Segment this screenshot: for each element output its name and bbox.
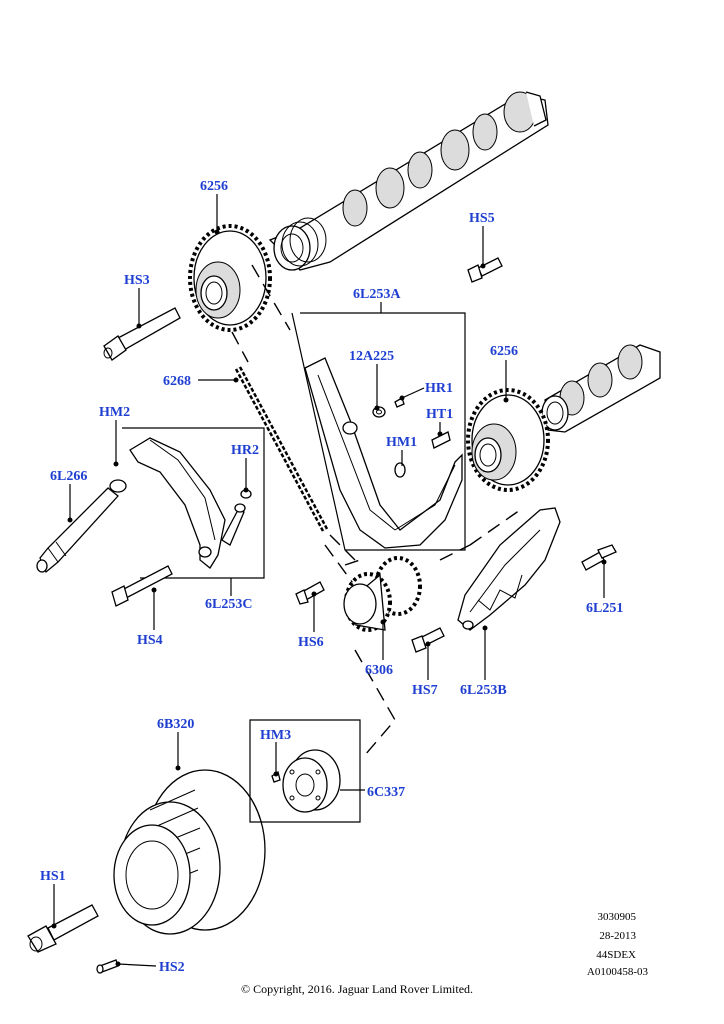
ref-line-3: 44SDEX	[596, 949, 636, 961]
label-ht1: HT1	[426, 407, 453, 422]
label-12a225: 12A225	[349, 349, 394, 364]
label-hs4: HS4	[137, 633, 163, 648]
lower-camshaft	[541, 344, 661, 433]
label-6b320: 6B320	[157, 717, 194, 732]
label-hs1: HS1	[40, 869, 66, 884]
bolt-hs3	[103, 307, 181, 361]
guide-6l253b	[457, 507, 561, 631]
label-hs3: HS3	[124, 273, 150, 288]
label-6256-lower: 6256	[490, 344, 518, 359]
label-hr1: HR1	[425, 381, 453, 396]
tensioner-6l266	[36, 487, 119, 574]
label-hm3: HM3	[260, 728, 291, 743]
upper-cam-sprocket	[188, 224, 272, 332]
ref-line-4: A0100458-03	[587, 966, 649, 978]
timing-chain	[234, 366, 329, 532]
label-6l253a: 6L253A	[353, 287, 401, 302]
bolt-hs5	[467, 257, 503, 283]
hub-6c337-group	[249, 719, 361, 823]
label-6l253b: 6L253B	[460, 683, 507, 698]
label-6l266: 6L266	[50, 469, 87, 484]
bolt-hs6	[295, 581, 325, 605]
reference-block: 3030905 28-2013 44SDEX A0100458-03	[587, 911, 649, 978]
label-hs7: HS7	[412, 683, 438, 698]
damper-6b320	[113, 769, 266, 935]
bolt-hs1	[27, 904, 99, 953]
guide-6l253a-group	[291, 312, 466, 551]
bolt-hs4	[111, 565, 173, 607]
label-6l251: 6L251	[586, 601, 623, 616]
label-hm1: HM1	[386, 435, 417, 450]
label-hs6: HS6	[298, 635, 324, 650]
label-hm2: HM2	[99, 405, 130, 420]
label-hs2: HS2	[159, 960, 185, 975]
ref-line-2: 28-2013	[599, 930, 636, 942]
ref-line-1: 3030905	[598, 911, 637, 923]
label-hs5: HS5	[469, 211, 495, 226]
copyright-notice: © Copyright, 2016. Jaguar Land Rover Lim…	[241, 982, 473, 996]
label-hr2: HR2	[231, 443, 259, 458]
leader-lines	[51, 194, 607, 967]
label-6306: 6306	[365, 663, 393, 678]
label-6c337: 6C337	[367, 785, 405, 800]
label-6256-upper: 6256	[200, 179, 228, 194]
bolt-hs7	[411, 627, 445, 653]
stud-6l251	[581, 544, 617, 571]
bolt-hs2	[96, 959, 119, 974]
crank-sprocket	[343, 556, 422, 632]
label-6268: 6268	[163, 374, 191, 389]
lower-cam-sprocket	[466, 388, 550, 492]
guide-6l253c-group	[109, 427, 265, 579]
label-6l253c: 6L253C	[205, 597, 252, 612]
upper-camshaft	[268, 91, 549, 271]
